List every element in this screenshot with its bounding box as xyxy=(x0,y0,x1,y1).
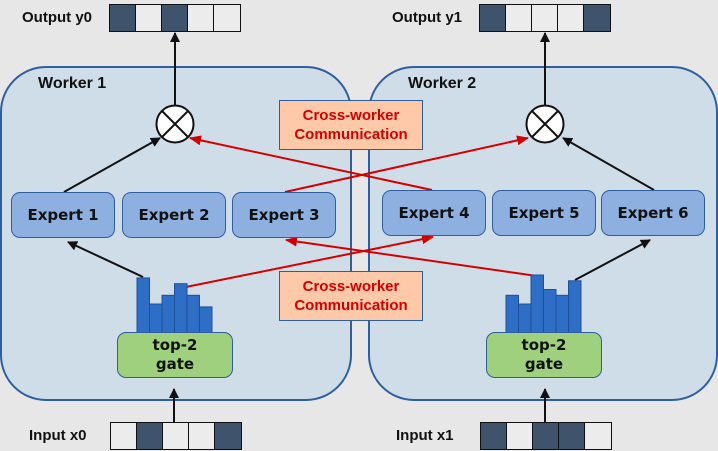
output-y0-cell xyxy=(214,5,240,31)
output-y1-cell xyxy=(584,5,610,31)
gate-score-bar xyxy=(174,283,188,334)
input-x0-cell xyxy=(163,423,189,449)
gate-0-score-histogram xyxy=(136,277,213,334)
input-x0-cell xyxy=(215,423,241,449)
output-y1-cell xyxy=(532,5,558,31)
combine-0-multiply-icon xyxy=(155,104,195,144)
arrow-expert1-to-combine0 xyxy=(63,137,161,193)
top2-gate-1: top-2 gate xyxy=(486,332,602,378)
input-x0-label: Input x0 xyxy=(29,427,87,444)
gate-score-bar xyxy=(505,294,519,334)
output-y0-label: Output y0 xyxy=(22,9,92,26)
output-y0-cell xyxy=(136,5,162,31)
cross-worker-communication-bottom: Cross-worker Communication xyxy=(279,271,423,321)
input-x0-cell xyxy=(111,423,137,449)
gate-score-bar xyxy=(161,294,175,334)
comm-top-line1: Cross-worker xyxy=(302,107,400,124)
gate-1-score-histogram xyxy=(505,274,582,334)
expert-5: Expert 5 xyxy=(492,190,596,236)
gate-score-bar xyxy=(568,280,582,334)
output-y1-vector xyxy=(479,4,611,32)
arrow-gate1-to-expert3 xyxy=(285,236,538,277)
output-y1-cell xyxy=(480,5,506,31)
expert-2: Expert 2 xyxy=(122,192,226,238)
input-x1-cell xyxy=(507,423,533,449)
output-y1-label: Output y1 xyxy=(392,9,462,26)
worker-2-title: Worker 2 xyxy=(408,75,477,92)
input-x0-cell xyxy=(137,423,163,449)
combine-1-multiply-icon xyxy=(525,104,565,144)
gate-score-bar xyxy=(530,274,544,334)
expert-3: Expert 3 xyxy=(232,192,336,238)
gate-score-bar xyxy=(543,289,557,334)
output-y0-vector xyxy=(109,4,241,32)
gate-0-line1: top-2 xyxy=(152,336,198,354)
input-x1-cell xyxy=(533,423,559,449)
cross-worker-communication-top: Cross-worker Communication xyxy=(279,100,423,150)
comm-bottom-line1: Cross-worker xyxy=(302,278,400,295)
output-y1-cell xyxy=(506,5,532,31)
input-x1-vector xyxy=(480,422,612,450)
gate-score-bar xyxy=(186,294,200,334)
output-y0-cell xyxy=(188,5,214,31)
output-y0-cell xyxy=(162,5,188,31)
top2-gate-0: top-2 gate xyxy=(117,332,233,378)
gate-1-line1: top-2 xyxy=(521,336,567,354)
expert-4: Expert 4 xyxy=(382,190,486,236)
arrow-expert4-to-combine0 xyxy=(189,135,433,191)
worker-1-title: Worker 1 xyxy=(38,75,107,92)
arrow-gate0-to-expert4 xyxy=(180,234,434,289)
arrow-expert6-to-combine1 xyxy=(562,137,655,191)
comm-top-line2: Communication xyxy=(294,126,408,143)
gate-score-bar xyxy=(518,303,532,334)
expert-1: Expert 1 xyxy=(11,192,115,238)
gate-score-bar xyxy=(136,277,150,334)
input-x0-vector xyxy=(110,422,242,450)
input-x1-cell xyxy=(481,423,507,449)
output-y1-cell xyxy=(558,5,584,31)
comm-bottom-line2: Communication xyxy=(294,297,408,314)
arrow-expert3-to-combine1 xyxy=(284,135,529,193)
output-y0-cell xyxy=(110,5,136,31)
gate-1-line2: gate xyxy=(524,355,564,373)
input-x1-label: Input x1 xyxy=(396,427,454,444)
gate-score-bar xyxy=(555,294,569,334)
gate-score-bar xyxy=(199,306,213,334)
input-x0-cell xyxy=(189,423,215,449)
gate-score-bar xyxy=(149,303,163,334)
arrow-gate0-to-expert1 xyxy=(67,241,144,278)
input-x1-cell xyxy=(585,423,611,449)
input-x1-cell xyxy=(559,423,585,449)
expert-6: Expert 6 xyxy=(601,190,705,236)
gate-0-line2: gate xyxy=(155,355,195,373)
arrow-gate1-to-expert6 xyxy=(574,239,651,281)
